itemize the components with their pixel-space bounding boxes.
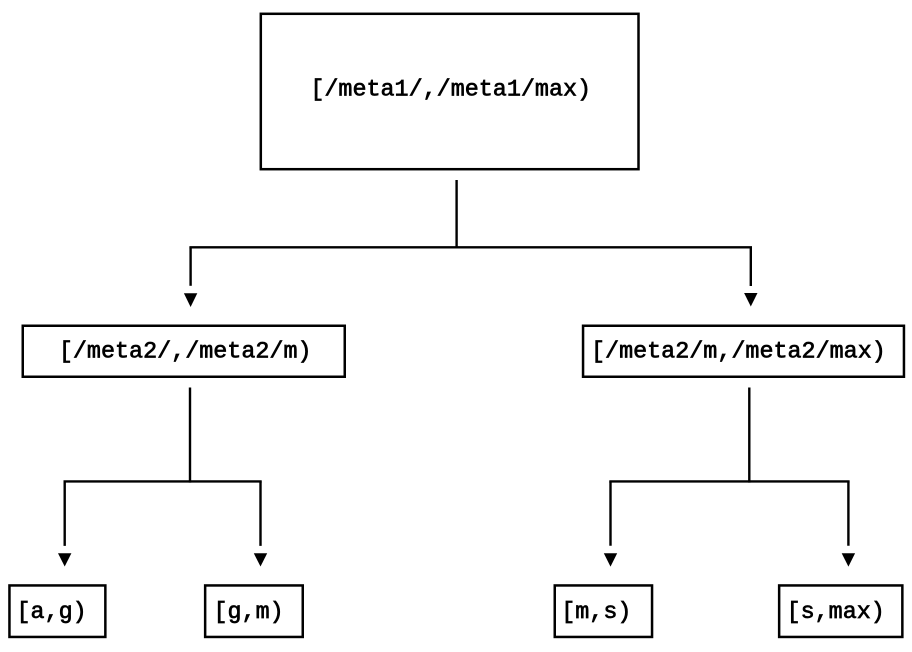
svg-text:[g,m): [g,m) [214,600,284,626]
svg-text:[s,max): [s,max) [787,600,885,626]
svg-text:[m,s): [m,s) [561,600,631,626]
svg-text:[/meta2/,/meta2/m): [/meta2/,/meta2/m) [59,340,312,366]
svg-text:[a,g): [a,g) [17,600,87,626]
svg-text:[/meta2/m,/meta2/max): [/meta2/m,/meta2/max) [591,340,886,366]
svg-text:[/meta1/,/meta1/max): [/meta1/,/meta1/max) [310,77,591,103]
